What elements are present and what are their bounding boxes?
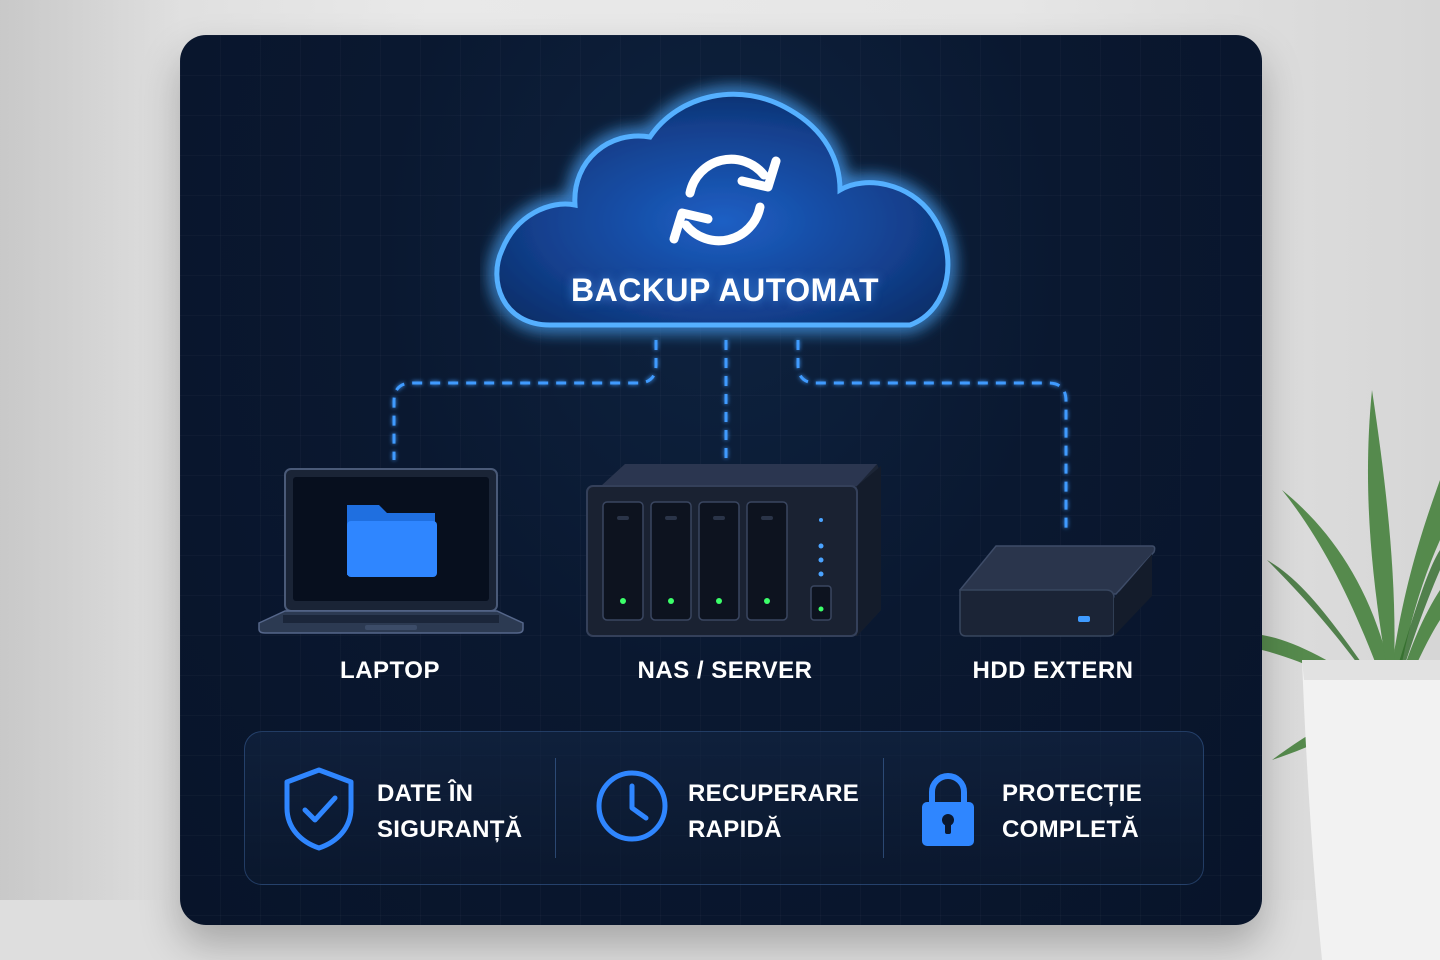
cloud-title: BACKUP AUTOMAT <box>570 272 880 308</box>
divider <box>883 758 884 858</box>
link-laptop <box>392 340 658 460</box>
drive-bays <box>602 501 788 621</box>
backup-diagram-panel: BACKUP AUTOMAT LAPTOP <box>180 35 1262 925</box>
cloud-icon <box>494 91 951 328</box>
device-label-laptop: LAPTOP <box>340 657 440 684</box>
device-label-nas: NAS / SERVER <box>637 657 813 684</box>
sync-icon <box>669 154 781 246</box>
folder-icon <box>347 505 437 577</box>
nas-server-icon <box>586 464 881 637</box>
feature-line: DATE ÎN <box>377 780 474 807</box>
plant-icon <box>1262 390 1440 960</box>
feature-line: RECUPERARE <box>688 780 860 807</box>
background-window-shadow <box>0 0 180 960</box>
divider <box>555 758 556 858</box>
link-hdd <box>796 340 1068 535</box>
feature-fast-recovery: RECUPERARE RAPIDĂ <box>556 732 883 884</box>
feature-line: COMPLETĂ <box>1002 816 1140 843</box>
connection-lines <box>392 340 1068 535</box>
feature-full-protection: PROTECȚIE COMPLETĂ <box>884 732 1202 884</box>
features-strip: DATE ÎN SIGURANȚĂ RECUPERARE RAPIDĂ <box>244 731 1204 885</box>
shield-check-icon <box>284 767 354 851</box>
feature-line: SIGURANȚĂ <box>377 816 523 843</box>
feature-line: PROTECȚIE <box>1002 780 1143 807</box>
feature-line: RAPIDĂ <box>688 816 782 843</box>
feature-data-safe: DATE ÎN SIGURANȚĂ <box>245 732 555 884</box>
device-label-hdd: HDD EXTERN <box>972 657 1134 684</box>
padlock-icon <box>922 773 974 846</box>
clock-icon <box>596 770 668 842</box>
laptop-icon <box>258 468 524 634</box>
external-hdd-icon <box>958 545 1156 637</box>
